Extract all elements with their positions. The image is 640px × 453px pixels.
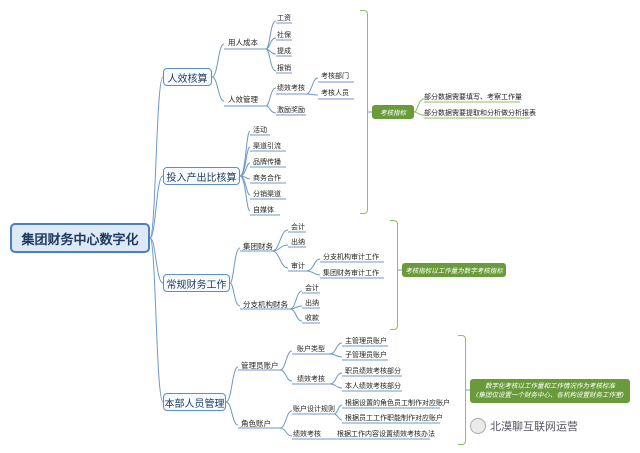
tag-assessment-index[interactable]: 考核指标 xyxy=(372,105,414,119)
node-perf-method[interactable]: 根据工作内容设置绩效考核办法 xyxy=(337,430,435,438)
node-reimbursement[interactable]: 报销 xyxy=(277,64,291,72)
node-salary[interactable]: 工资 xyxy=(277,14,291,22)
node-rule-role[interactable]: 根据设置的角色员工制作对应账户 xyxy=(345,399,450,407)
node-accounting-1[interactable]: 会计 xyxy=(291,223,305,231)
watermark: 北漠聊互联网运营 xyxy=(470,418,578,434)
node-cashier-1[interactable]: 出纳 xyxy=(291,238,305,246)
node-role-performance[interactable]: 绩效考核 xyxy=(293,430,321,438)
note-workload-entry: 部分数据需要填写、考察工作量 xyxy=(424,93,522,101)
node-collection[interactable]: 收款 xyxy=(305,314,319,322)
group-bracket-1 xyxy=(360,10,368,214)
node-main-admin[interactable]: 主管理员账户 xyxy=(345,337,387,345)
branch-roi-accounting[interactable]: 投入产出比核算 xyxy=(163,167,240,185)
tag-digital-assessment-line2: (集团仅设置一个财务中心、各机构设置财务工作室) xyxy=(475,391,625,399)
node-branch-audit[interactable]: 分支机构审计工作 xyxy=(323,253,379,261)
node-social-security[interactable]: 社保 xyxy=(277,31,291,39)
node-self-perf[interactable]: 本人绩效考核部分 xyxy=(345,382,401,390)
node-channel-traffic[interactable]: 渠道引流 xyxy=(253,142,281,150)
node-incentive[interactable]: 激励奖励 xyxy=(277,106,305,114)
node-role-account[interactable]: 角色账户 xyxy=(241,419,271,428)
node-commission[interactable]: 提成 xyxy=(277,47,291,55)
node-hr-manage[interactable]: 人效管理 xyxy=(228,95,258,104)
node-cashier-2[interactable]: 出纳 xyxy=(305,299,319,307)
node-accounting-2[interactable]: 会计 xyxy=(305,284,319,292)
node-self-media[interactable]: 自媒体 xyxy=(253,206,274,214)
node-brand[interactable]: 品牌传播 xyxy=(253,158,281,166)
tag-digital-assessment[interactable]: 数字化考核以工作量和工作情况作为考核标准 (集团仅设置一个财务中心、各机构设置财… xyxy=(470,379,630,403)
node-account-type[interactable]: 账户类型 xyxy=(297,345,325,353)
tag-digital-assessment-line1: 数字化考核以工作量和工作情况作为考核标准 xyxy=(485,382,615,391)
watermark-text: 北漠聊互联网运营 xyxy=(490,420,578,433)
branch-staff-management[interactable]: 本部人员管理 xyxy=(163,393,226,411)
branch-labor-efficiency[interactable]: 人效核算 xyxy=(163,68,212,86)
node-admin-performance[interactable]: 绩效考核 xyxy=(297,375,325,383)
node-group-audit[interactable]: 集团财务审计工作 xyxy=(323,269,379,277)
node-assess-dept[interactable]: 考核部门 xyxy=(321,72,349,80)
node-rule-duty[interactable]: 根据员工工作职能制作对应账户 xyxy=(345,414,443,422)
node-assess-staff[interactable]: 考核人员 xyxy=(321,89,349,97)
branch-routine-finance[interactable]: 常规财务工作 xyxy=(163,274,230,292)
node-audit[interactable]: 审计 xyxy=(291,262,305,270)
node-group-finance[interactable]: 集团财务 xyxy=(243,242,273,251)
note-report-analysis: 部分数据需要提取和分析做分析报表 xyxy=(424,109,536,117)
node-account-rules[interactable]: 账户设计规则 xyxy=(293,405,335,413)
node-distribution[interactable]: 分销渠道 xyxy=(253,190,281,198)
node-business-coop[interactable]: 商务合作 xyxy=(253,174,281,182)
tag-workload-index[interactable]: 考核指标以工作量为数字考核指标 xyxy=(402,263,506,277)
wechat-logo-icon xyxy=(470,418,486,434)
node-hr-cost[interactable]: 用人成本 xyxy=(228,38,258,47)
node-activity[interactable]: 活动 xyxy=(253,126,267,134)
node-sub-admin[interactable]: 子管理员账户 xyxy=(345,351,387,359)
group-bracket-2 xyxy=(390,220,398,330)
group-bracket-3 xyxy=(458,335,466,445)
node-branch-finance[interactable]: 分支机构财务 xyxy=(243,300,288,309)
node-performance[interactable]: 绩效考核 xyxy=(277,84,305,92)
root-node[interactable]: 集团财务中心数字化 xyxy=(10,223,150,253)
node-admin-account[interactable]: 管理员账户 xyxy=(241,361,279,370)
node-staff-perf[interactable]: 职员绩效考核部分 xyxy=(345,367,401,375)
